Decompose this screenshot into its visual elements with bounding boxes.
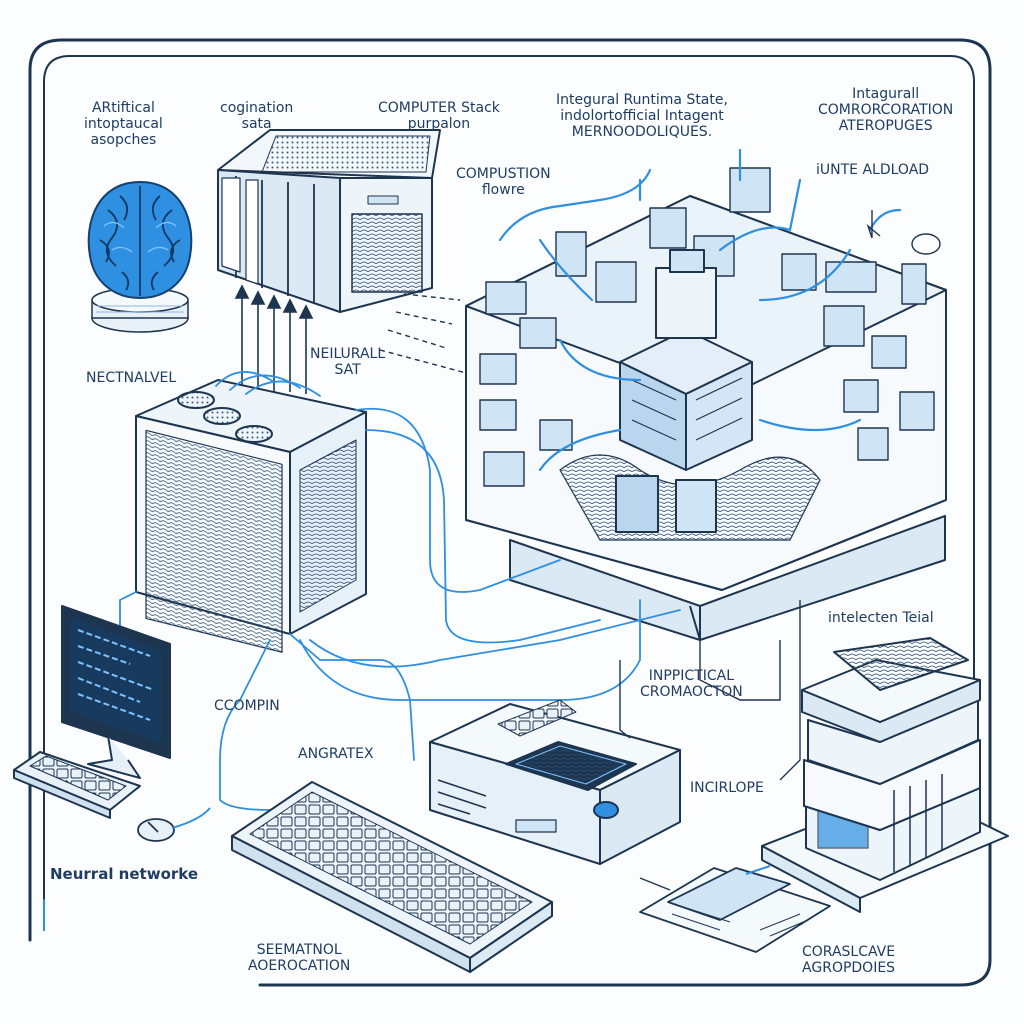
cable-bundle [119, 371, 681, 811]
open-book [639, 865, 831, 953]
upward-arrows [234, 284, 314, 400]
server-stack [217, 129, 441, 313]
label-unite-aldload: iUNTE ALDLOAD [816, 162, 930, 178]
pipe-connectors [498, 148, 902, 472]
monitor [61, 605, 171, 779]
big-keyboard [231, 781, 553, 973]
label-intelecten: intelecten Teial [828, 610, 934, 626]
dashed-arrows [379, 293, 471, 375]
neural-cube [135, 379, 367, 653]
central-complex [465, 167, 947, 641]
label-ccompin: CCOMPIN [214, 698, 280, 714]
label-nectnalvel: NECTNALVEL [86, 370, 177, 386]
mouse-icon [137, 807, 211, 842]
label-incirlope: INCIRLOPE [690, 780, 764, 796]
scanner-device [429, 699, 681, 865]
brain-icon [87, 180, 193, 333]
label-integral-runtime: Integural Runtima State,indolortofficial… [556, 92, 728, 140]
connector-lines [619, 210, 941, 891]
outer-frame [28, 38, 992, 987]
label-angratex: ANGRATEX [298, 746, 374, 762]
small-keyboard [13, 751, 141, 819]
label-neural-network: Neurral networke [50, 865, 199, 883]
book-stack [761, 637, 1009, 913]
